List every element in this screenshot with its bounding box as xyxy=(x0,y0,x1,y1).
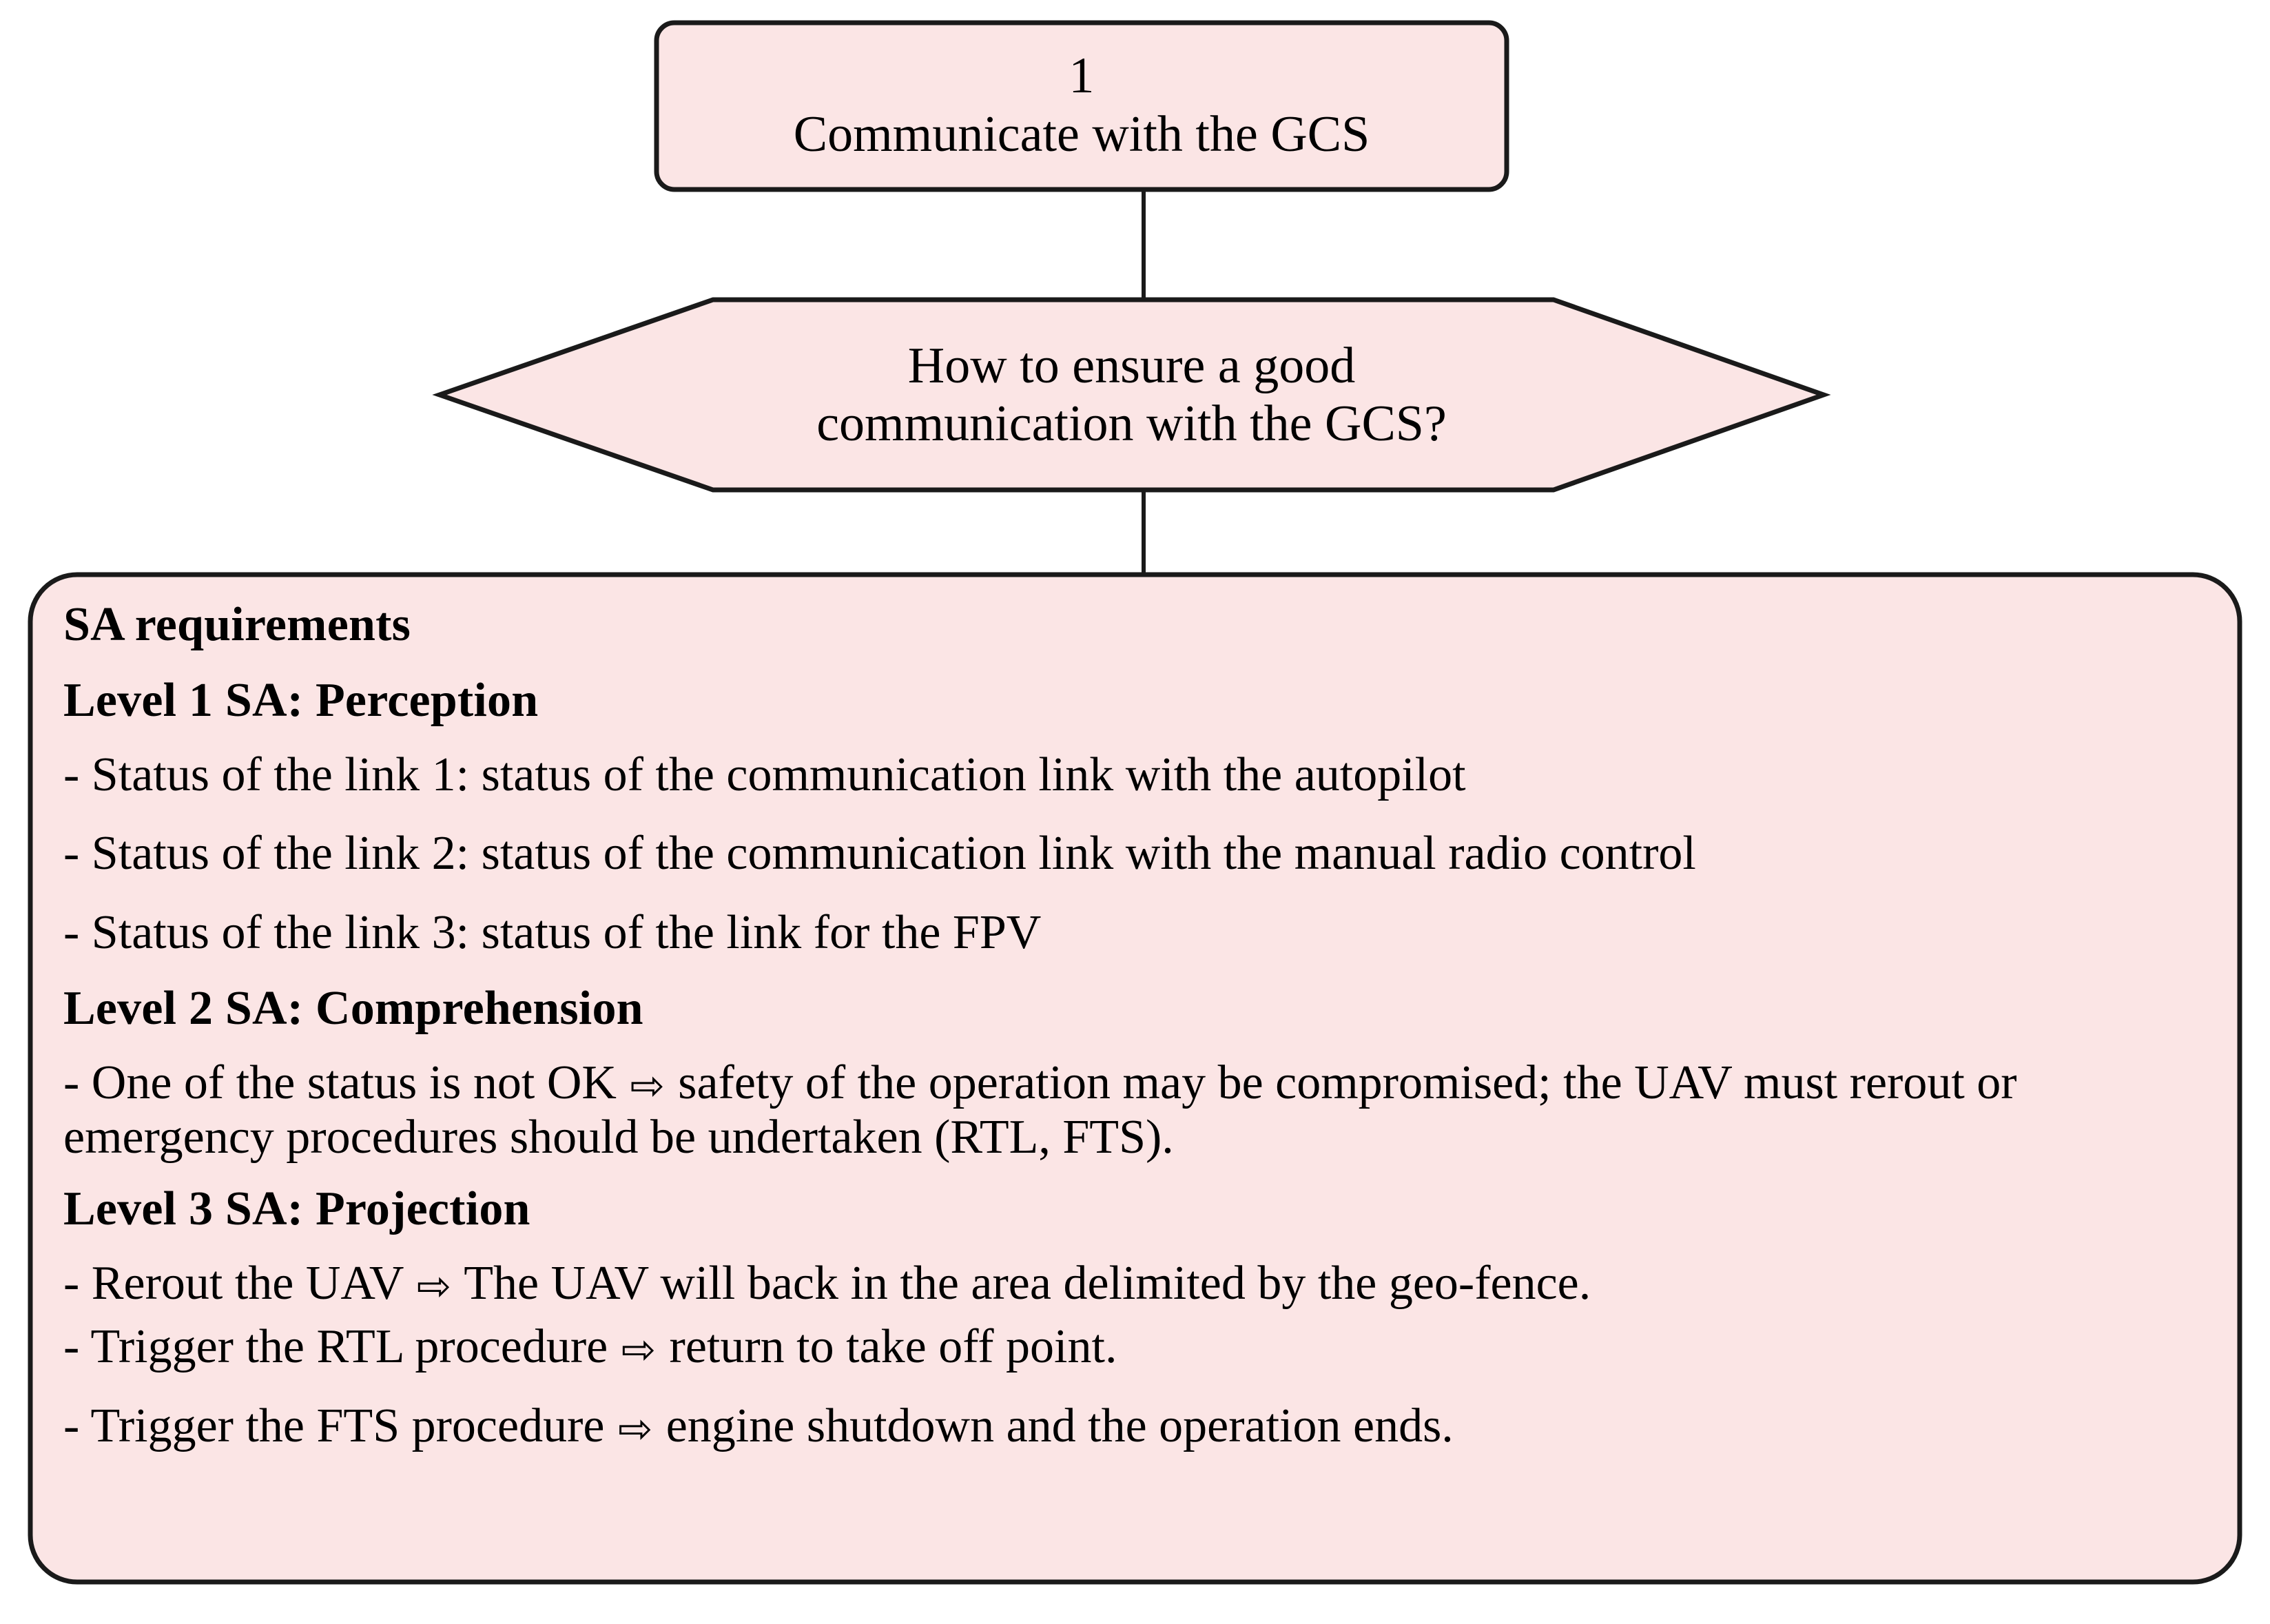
sa-level-3-item-2: - Trigger the RTL procedure ⇨ return to … xyxy=(63,1320,2208,1374)
rightwards-arrow-icon: ⇨ xyxy=(621,1326,657,1375)
sa-level-3-item-3-before: - Trigger the FTS procedure xyxy=(63,1399,617,1452)
decision-node-line-2: communication with the GCS? xyxy=(816,395,1447,452)
sa-requirements-panel: SA requirements Level 1 SA: Perception -… xyxy=(28,572,2242,1585)
sa-level-2-item-1: - One of the status is not OK ⇨ safety o… xyxy=(63,1056,2208,1164)
sa-panel-shape xyxy=(28,572,2242,1585)
sa-level-2-item-1-before: - One of the status is not OK xyxy=(63,1056,629,1110)
sa-level-2-heading: Level 2 SA: Comprehension xyxy=(63,982,643,1036)
sa-level-1-item-3: - Status of the link 3: status of the li… xyxy=(63,905,1042,959)
rightwards-arrow-icon: ⇨ xyxy=(416,1262,451,1310)
sa-level-3-item-2-after: return to take off point. xyxy=(657,1320,1117,1374)
process-node-shape xyxy=(654,20,1509,192)
sa-level-3-item-1: - Rerout the UAV ⇨ The UAV will back in … xyxy=(63,1257,2208,1310)
rightwards-arrow-icon: ⇨ xyxy=(630,1062,665,1111)
sa-level-3-item-1-after: The UAV will back in the area delimited … xyxy=(453,1256,1591,1310)
decision-node: How to ensure a good communication with … xyxy=(437,298,1826,492)
sa-level-3-item-3-after: engine shutdown and the operation ends. xyxy=(654,1399,1454,1452)
sa-level-1-heading: Level 1 SA: Perception xyxy=(63,674,539,727)
sa-level-3-item-2-before: - Trigger the RTL procedure xyxy=(63,1320,620,1374)
sa-level-1-item-1: - Status of the link 1: status of the co… xyxy=(63,748,1466,801)
decision-node-shape xyxy=(432,297,1831,493)
decision-node-line-1: How to ensure a good xyxy=(907,337,1356,394)
rightwards-arrow-icon: ⇨ xyxy=(617,1404,653,1453)
sa-level-3-item-1-before: - Rerout the UAV xyxy=(63,1256,415,1310)
process-node-number: 1 xyxy=(1069,47,1095,104)
process-node-title: Communicate with the GCS xyxy=(793,105,1370,163)
process-node: 1 Communicate with the GCS xyxy=(654,21,1509,192)
sa-level-1-item-2: - Status of the link 2: status of the co… xyxy=(63,827,1696,881)
sa-level-3-item-3: - Trigger the FTS procedure ⇨ engine shu… xyxy=(63,1399,2208,1453)
sa-level-3-heading: Level 3 SA: Projection xyxy=(63,1182,530,1235)
sa-panel-title: SA requirements xyxy=(63,598,411,651)
sa-level-2-item-1-after: safety of the operation may be compromis… xyxy=(63,1056,2017,1164)
